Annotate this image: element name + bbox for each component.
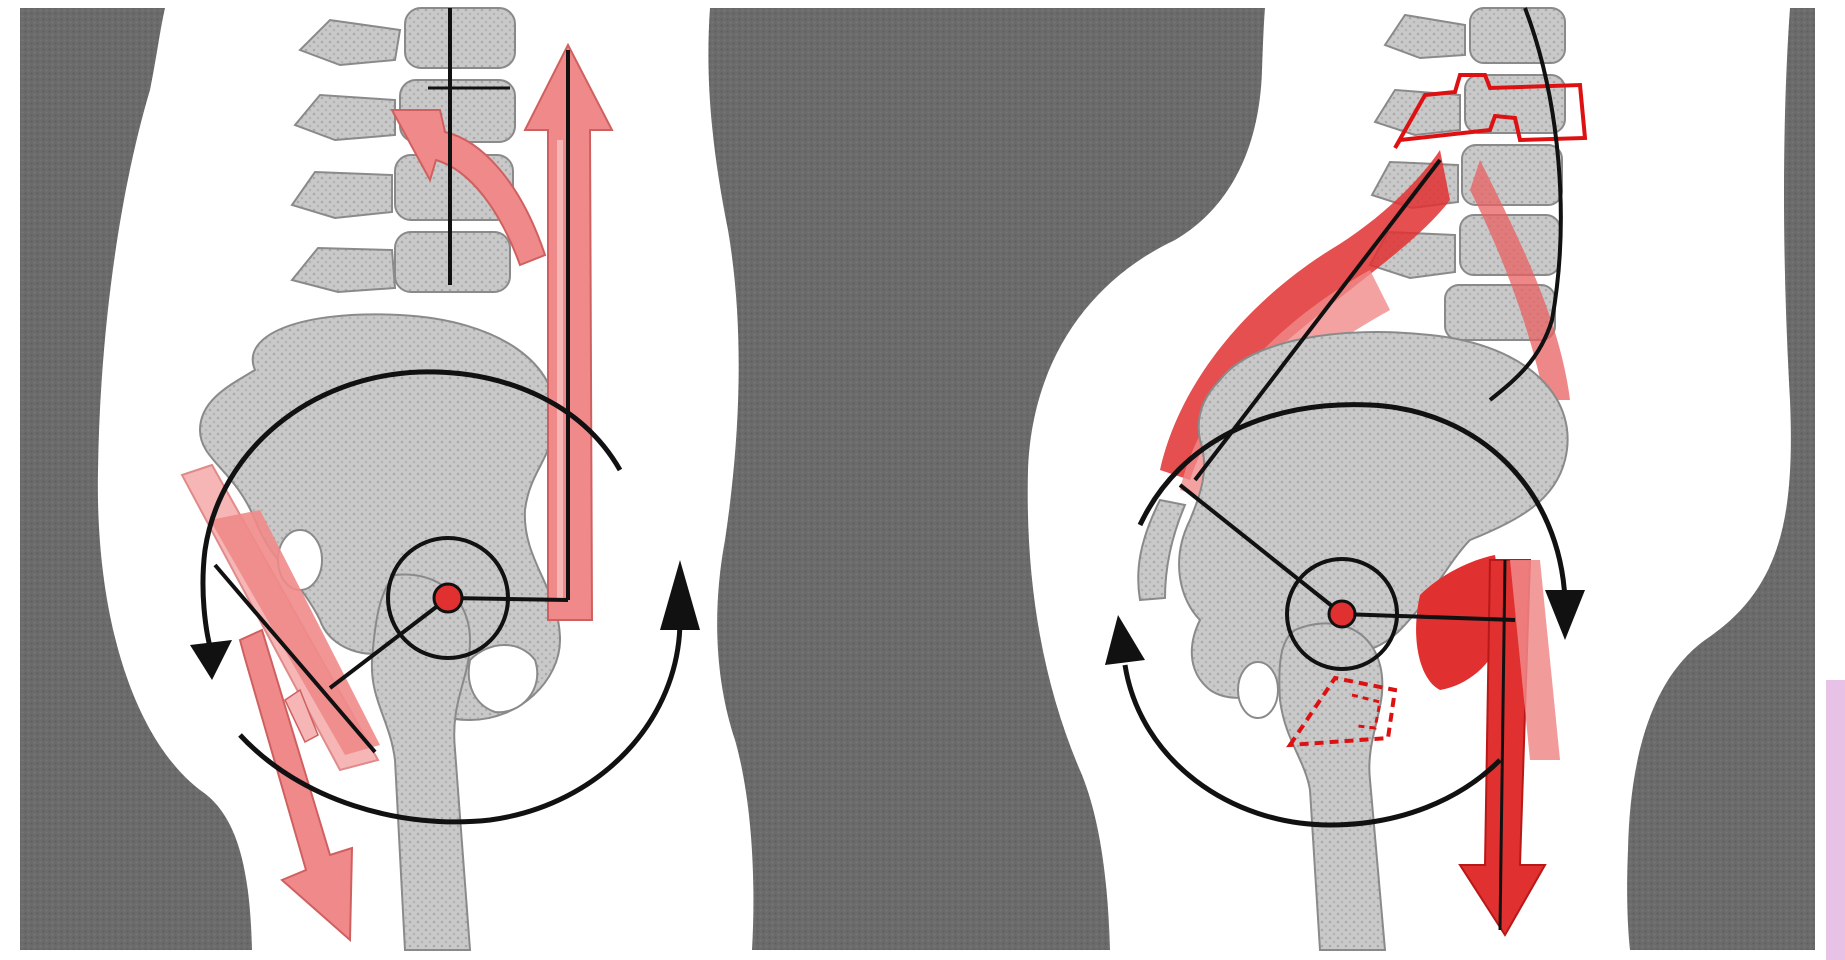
hip-joint-center-icon [1329, 601, 1355, 627]
side-accent-bar [1826, 680, 1845, 960]
hip-joint-center-icon [434, 584, 462, 612]
right-obturator [1238, 662, 1278, 718]
